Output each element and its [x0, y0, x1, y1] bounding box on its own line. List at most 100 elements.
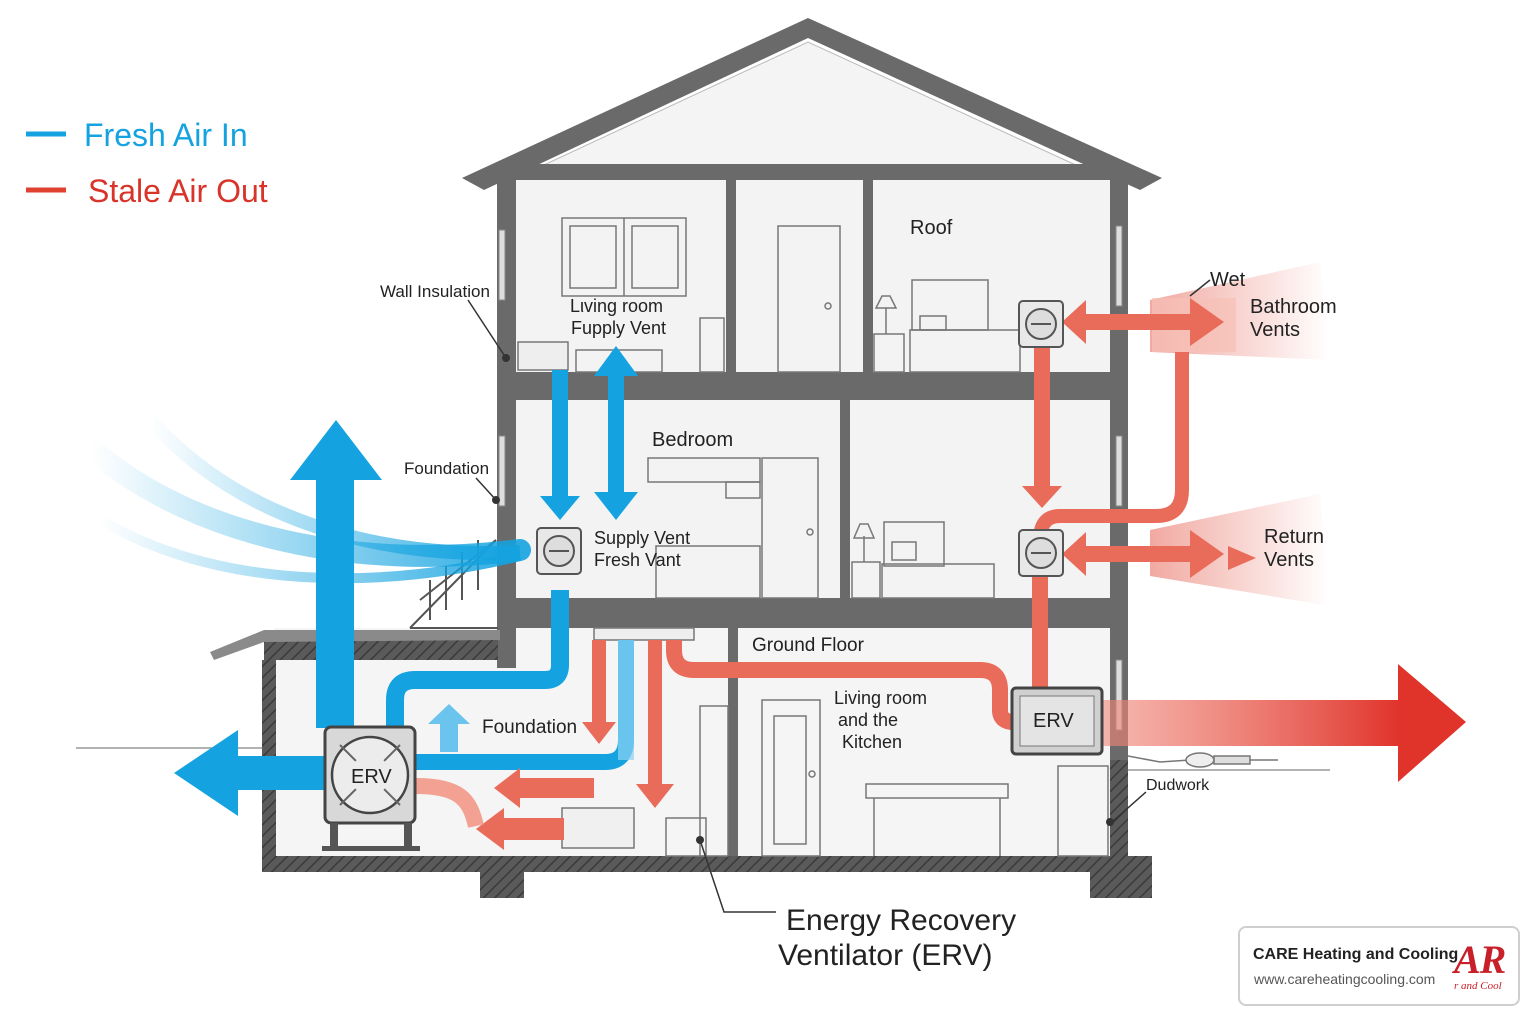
legend-fresh-label: Fresh Air In: [84, 117, 248, 153]
middle-door: [761, 457, 819, 599]
double-arrow-bottom: [594, 492, 638, 520]
stale-air-flows: [415, 262, 1466, 850]
ductwork-label: Dudwork: [1146, 777, 1210, 794]
bath-arrow-shaft: [1082, 314, 1194, 330]
side-window-3: [1115, 225, 1123, 307]
right-return-duct: [1034, 346, 1050, 492]
bath-arrow-left: [1062, 300, 1086, 344]
footing-left: [480, 870, 524, 898]
down-arrow-2-head: [636, 784, 674, 808]
upper-floor-interior: [516, 180, 1110, 372]
erv-title-line-2: Ventilator (ERV): [778, 939, 993, 972]
ductwork-dot: [1106, 818, 1114, 826]
incoming-stream-3: [97, 515, 522, 584]
ductwork-cable: [1127, 752, 1278, 768]
footing-right: [1090, 870, 1152, 898]
intake-shaft: [316, 476, 354, 728]
left-arrow-2-shaft: [500, 818, 564, 840]
company-name: CARE Heating and Cooling: [1253, 946, 1459, 963]
return-arrow-shaft: [1082, 546, 1194, 562]
supply-vent-label-1: Supply Vent: [594, 528, 690, 548]
wet-label: Wet: [1210, 269, 1246, 291]
company-logo: AR: [1454, 937, 1506, 982]
left-arrow-1-shaft: [516, 778, 594, 798]
wall-insulation-dot: [502, 354, 510, 362]
down-arrow-1-head: [582, 722, 616, 744]
roof-label: Roof: [910, 217, 953, 239]
intake-arrow-head: [290, 420, 382, 480]
erv-title-dot: [696, 836, 704, 844]
left-arrow-2-head: [476, 808, 504, 850]
return-arrow-small: [1228, 546, 1256, 570]
small-up-arrow-head: [428, 704, 470, 724]
supply-duct-fade: [618, 640, 634, 760]
basement-door: [761, 699, 821, 857]
foundation-upper-label: Foundation: [404, 459, 489, 478]
basement-slab: [262, 856, 1152, 872]
legend: Fresh Air In Stale Air Out: [26, 117, 268, 209]
supply-vent-fresh: [536, 527, 582, 575]
bath-connector-duct: [1033, 352, 1189, 541]
ground-floor-label: Ground Floor: [752, 635, 865, 656]
bathroom-vent: [1018, 300, 1064, 348]
return-arrow-right: [1190, 530, 1224, 578]
bath-arrow-right: [1190, 298, 1224, 346]
right-erv-feed: [1032, 574, 1048, 690]
bathroom-label-1: Bathroom: [1250, 296, 1337, 318]
attic: [515, 41, 1105, 179]
living-kitchen-label-2: and the: [838, 710, 898, 730]
upper-door: [777, 225, 841, 373]
side-window-4: [1115, 435, 1123, 507]
erv-basement-label: ERV: [351, 766, 392, 788]
supply-vent-label-2: Fresh Vant: [594, 550, 681, 570]
return-vent: [1018, 529, 1064, 577]
furniture: [517, 217, 1109, 857]
fresh-air-flows: [81, 346, 638, 816]
foundation-lower-label: Foundation: [482, 717, 577, 738]
upper-supply-arrow: [540, 496, 580, 520]
wall-insulation-label: Wall Insulation: [380, 282, 490, 301]
porch-roof: [210, 630, 500, 660]
partition-basement: [728, 628, 738, 856]
living-supply-label-2: Fupply Vent: [571, 318, 666, 338]
foundation-dot: [492, 496, 500, 504]
return-label-2: Vents: [1264, 549, 1314, 571]
bedroom-label: Bedroom: [652, 429, 733, 451]
basement-ceiling-duct: [666, 640, 1015, 730]
erv-stale-inlet: [415, 778, 484, 828]
down-arrow-2-shaft: [648, 640, 662, 786]
partition-upper-1: [726, 180, 736, 372]
leader-lines: [467, 279, 1211, 913]
labels: Wall Insulation Foundation Lιving room F…: [380, 217, 1337, 972]
left-outlet-head: [174, 730, 238, 816]
down-arrow-1-shaft: [592, 640, 606, 728]
upper-supply-duct: [552, 370, 568, 510]
company-logo-sub: r and Cool: [1454, 980, 1502, 992]
living-kitchen-label-3: Kitchen: [842, 732, 902, 752]
second-floor-slab: [497, 372, 1128, 400]
return-glow: [1150, 494, 1330, 606]
side-window-2: [498, 435, 506, 507]
exhaust-shaft: [1100, 700, 1400, 746]
legend-stale-label: Stale Air Out: [88, 173, 268, 209]
living-kitchen-label-1: Living room: [834, 688, 927, 708]
return-arrow-left: [1062, 532, 1086, 576]
side-window-1: [498, 229, 506, 301]
ceiling-slab: [497, 164, 1128, 180]
erv-unit-basement: ERV: [322, 725, 420, 851]
company-url: www.careheatingcooling.com: [1254, 971, 1436, 987]
erv-unit-right: ERV: [1010, 686, 1104, 756]
return-label-1: Return: [1264, 526, 1324, 548]
supply-duct-main: [386, 590, 569, 730]
small-up-arrow: [440, 722, 458, 752]
erv-title-line-1: Energy Recovery: [786, 904, 1016, 937]
partition-middle: [840, 400, 850, 598]
double-arrow-top: [594, 346, 638, 376]
bathroom-label-2: Vents: [1250, 319, 1300, 341]
double-arrow-shaft: [608, 372, 624, 496]
right-return-arrow: [1022, 486, 1062, 508]
first-floor-slab: [497, 598, 1128, 628]
erv-right-label: ERV: [1033, 710, 1074, 732]
exhaust-head: [1398, 664, 1466, 782]
